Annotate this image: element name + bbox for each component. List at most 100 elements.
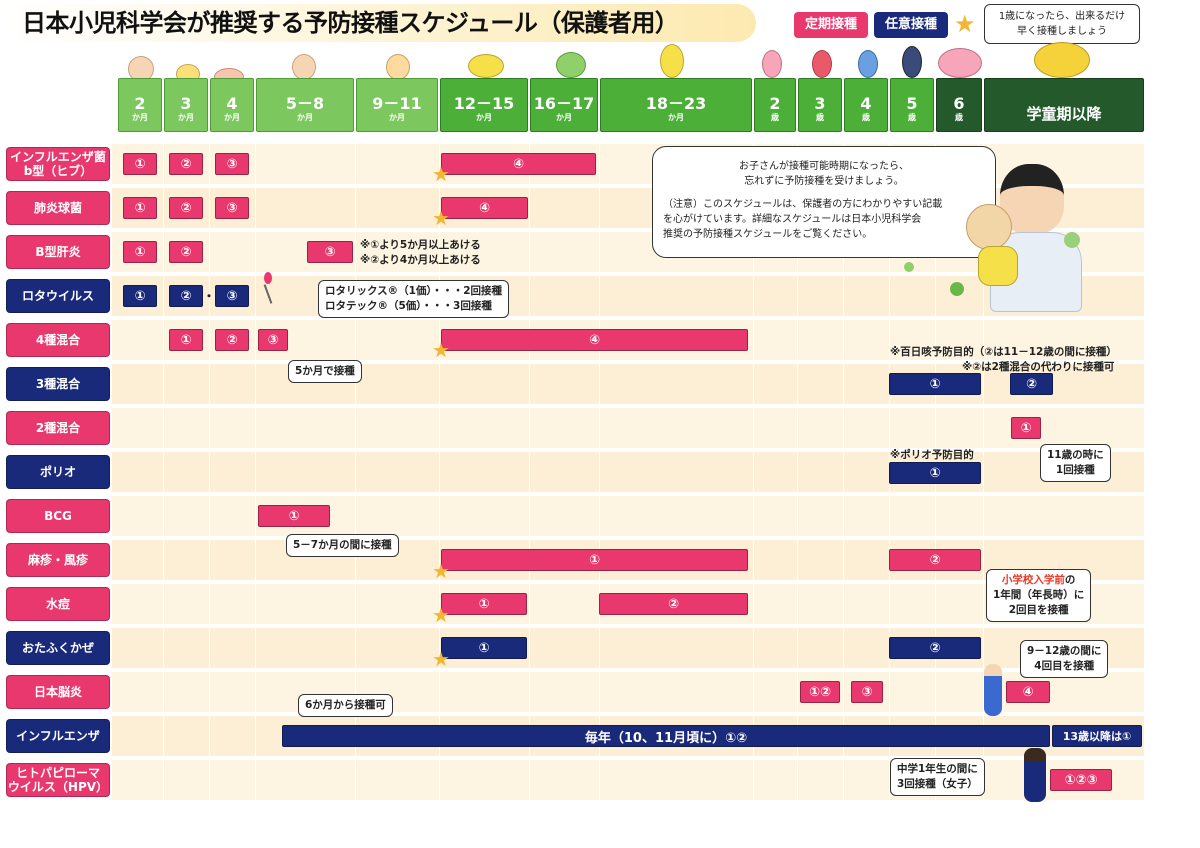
mr-callout: 小学校入学前の 1年間（年長時）に 2回目を接種 (986, 569, 1092, 622)
dose-bar: ② (599, 593, 748, 615)
vaccine-label-mumps: おたふくかぜ (6, 631, 110, 665)
vaccine-label-hepatitis-b: B型肝炎 (6, 235, 110, 269)
col-header-value: 6 (953, 94, 965, 113)
star-icon: ★ (432, 206, 450, 230)
column-divider (355, 142, 356, 807)
col-header-value: 18－23 (645, 94, 707, 113)
col-header-value: 3 (180, 94, 192, 113)
dt-note-1: 11歳の時に (1047, 449, 1104, 461)
dose-bar: ① (889, 373, 981, 395)
col-header-unit: 歳 (771, 113, 779, 122)
row-background (112, 628, 1144, 668)
child-figure-icon (556, 52, 586, 78)
row-background (112, 452, 1144, 492)
dose-bar: ① (441, 549, 748, 571)
col-header-value: 9－11 (372, 94, 422, 113)
column-divider (439, 142, 440, 807)
star-icon: ★ (432, 162, 450, 186)
baby-clothes-icon (978, 246, 1018, 286)
bcg-callout: 5－7か月の間に接種 (286, 534, 399, 557)
col-header-unit: 歳 (862, 113, 870, 122)
legend-routine: 定期接種 (794, 12, 868, 38)
dose-bar: ③ (215, 153, 249, 175)
row-background (112, 408, 1144, 448)
col-header-unit: か月 (178, 113, 194, 122)
col-header-unit: か月 (297, 113, 313, 122)
star-icon: ★ (954, 10, 976, 38)
child-figure-icon (902, 46, 922, 78)
dose-bar: ① (1011, 417, 1041, 439)
dpt4-callout: 5か月で接種 (288, 360, 362, 383)
dose-bar: ① (169, 329, 203, 351)
column-divider (753, 142, 754, 807)
vaccine-label-varicella: 水痘 (6, 587, 110, 621)
dose-bar: ① (258, 505, 330, 527)
note-hepb-2: ※②より4か月以上あける (360, 254, 481, 266)
col-header-unit: か月 (389, 113, 405, 122)
rota-note-2: ロタテック®（5価）・・・3回接種 (325, 300, 492, 312)
dose-bar: ① (123, 153, 157, 175)
column-divider (529, 142, 530, 807)
column-divider (599, 142, 600, 807)
star-icon: ★ (432, 559, 450, 583)
child-figure-icon (468, 54, 504, 78)
star-icon: ★ (432, 338, 450, 362)
vaccine-label-line2: ウイルス（HPV） (7, 780, 109, 794)
dose-bar: ① (441, 637, 527, 659)
col-header-unit: か月 (132, 113, 148, 122)
dose-bar: ② (1010, 373, 1053, 395)
column-divider (843, 142, 844, 807)
col-header-value: 5 (906, 94, 918, 113)
child-figure-icon (762, 50, 782, 78)
dose-bar: ③ (215, 285, 249, 307)
flu-callout: 6か月から接種可 (298, 694, 393, 717)
baby-figure-icon (128, 56, 154, 82)
col-header-unit: か月 (476, 113, 492, 122)
hpv-note-1: 中学1年生の間に (897, 763, 978, 775)
dt-callout: 11歳の時に 1回接種 (1040, 444, 1111, 482)
baby-held-icon (966, 204, 1012, 250)
dose-bar: ② (889, 549, 981, 571)
col-header-unit: 歳 (908, 113, 916, 122)
vaccine-label-pneumococcal: 肺炎球菌 (6, 191, 110, 225)
mr-note-red: 小学校入学前 (1001, 574, 1065, 586)
dose-bar: ① (441, 593, 527, 615)
hpv-note-2: 3回接種（女子） (897, 778, 978, 790)
child-figure-icon (660, 44, 684, 78)
children-figure-icon (938, 48, 982, 78)
child-figure-icon (292, 54, 316, 80)
dose-bar-influenza-13: 13歳以降は① (1052, 725, 1142, 747)
star-icon: ★ (432, 647, 450, 671)
je-note-1: 9－12歳の間に (1027, 645, 1102, 657)
col-header-unit: か月 (556, 113, 572, 122)
clover-icon (1064, 232, 1080, 248)
clover-icon (904, 262, 914, 272)
col-header-value: 4 (860, 94, 872, 113)
mr-note-particle: の (1064, 574, 1076, 586)
dose-bar: ② (889, 637, 981, 659)
row-background (112, 760, 1144, 800)
vaccine-label-rotavirus: ロタウイルス (6, 279, 110, 313)
vaccine-label-japanese-encephalitis: 日本脳炎 (6, 675, 110, 709)
column-divider (797, 142, 798, 807)
note-dpt3-2: ※②は2種混合の代わりに接種可 (962, 361, 1115, 373)
child-figure-icon (812, 50, 832, 78)
bubble-line2: 忘れずに予防接種を受けましょう。 (744, 176, 904, 187)
dose-bar: ① (123, 197, 157, 219)
column-divider (983, 142, 984, 807)
note-polio: ※ポリオ予防目的 (890, 449, 974, 461)
row-background (112, 672, 1144, 712)
schoolgirl-figure-icon (1024, 748, 1046, 802)
col-header-unit: か月 (668, 113, 684, 122)
vaccine-label-line1: ヒトパピローマ (15, 766, 100, 780)
